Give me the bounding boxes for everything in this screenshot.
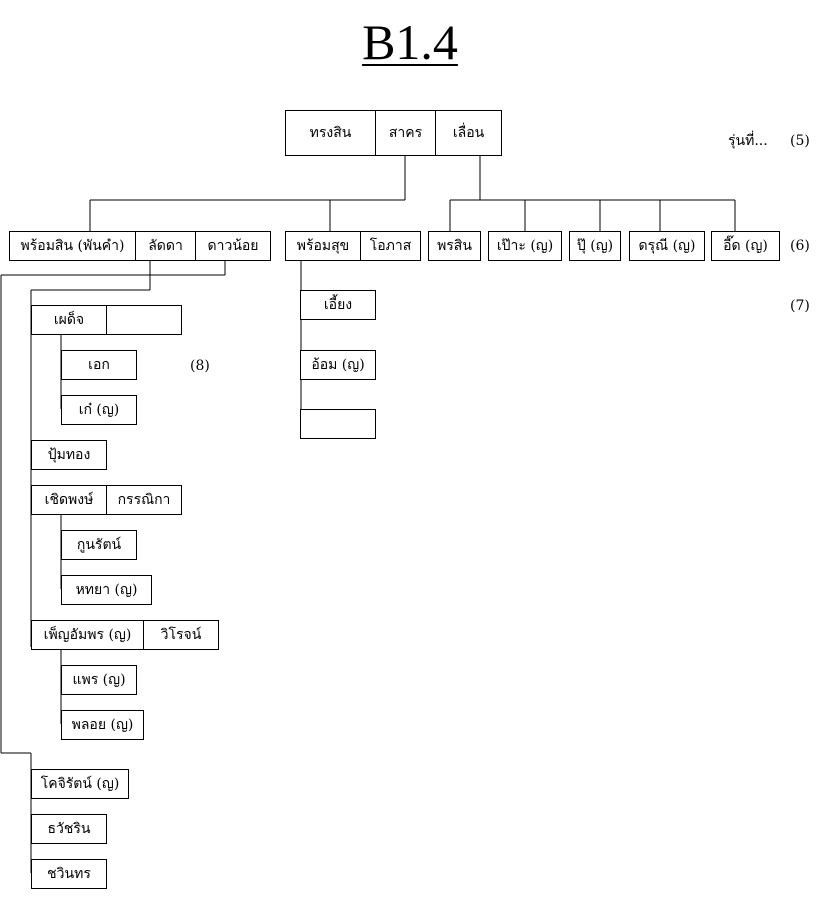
person-box-pedja: เผด็จ — [31, 305, 107, 335]
person-box-wiroj: วิโรจน์ — [143, 620, 219, 650]
person-box-phrae: แพร (ญ) — [61, 665, 137, 695]
generation-number-7: (7) — [790, 298, 810, 314]
person-box-tawatchirin: ธวัชริน — [31, 814, 107, 844]
page-title: B1.4 — [362, 14, 458, 70]
person-box-eiang: เอี้ยง — [300, 290, 376, 320]
person-box-pumthong: ปุ้มทอง — [31, 440, 107, 470]
generation-number-5: (5) — [790, 133, 810, 149]
person-box-promsuk: พร้อมสุข — [285, 231, 361, 261]
person-box-cherdpong: เชิดพงษ์ — [31, 485, 107, 515]
person-box-eed: อี๊ด (ญ) — [711, 231, 780, 261]
person-box-ladda: ลัดดา — [135, 231, 196, 261]
person-box-kannika: กรรณิกา — [106, 485, 182, 515]
person-box-ke: เก๋ (ญ) — [61, 395, 137, 425]
person-box-luean: เลื่อน — [435, 110, 502, 156]
person-box-penyamporn: เพ็ญอัมพร (ญ) — [31, 620, 144, 650]
person-box-sakhon: สาคร — [375, 110, 436, 156]
person-box-chawinthorn: ชวินทร — [31, 859, 107, 889]
person-box-pornsin: พรสิน — [428, 231, 481, 261]
generation-number-8: (8) — [190, 358, 210, 374]
person-box-kotjirat: โคจิรัตน์ (ญ) — [31, 769, 129, 799]
generation-caption: รุ่นที่... — [728, 133, 768, 149]
person-box-opas: โอภาส — [360, 231, 421, 261]
person-box-ek: เอก — [61, 350, 137, 380]
person-box-pu: ปุ๊ (ญ) — [569, 231, 621, 261]
person-box-blank — [300, 409, 376, 439]
person-box-pedja-spouse — [106, 305, 182, 335]
person-box-pao: เป๊าะ (ญ) — [488, 231, 562, 261]
person-box-kunrat: กูนรัตน์ — [61, 530, 137, 560]
person-box-hataya: หทยา (ญ) — [61, 575, 152, 605]
person-box-daonoi: ดาวน้อย — [195, 231, 271, 261]
person-box-aom: อ้อม (ญ) — [300, 350, 376, 380]
person-box-darunee: ดรุณี (ญ) — [629, 231, 705, 261]
person-box-promsin: พร้อมสิน (พันคำ) — [9, 231, 136, 261]
person-box-ploy: พลอย (ญ) — [61, 710, 144, 740]
person-box-thongsin: ทรงสิน — [285, 110, 376, 156]
generation-number-6: (6) — [790, 238, 810, 254]
